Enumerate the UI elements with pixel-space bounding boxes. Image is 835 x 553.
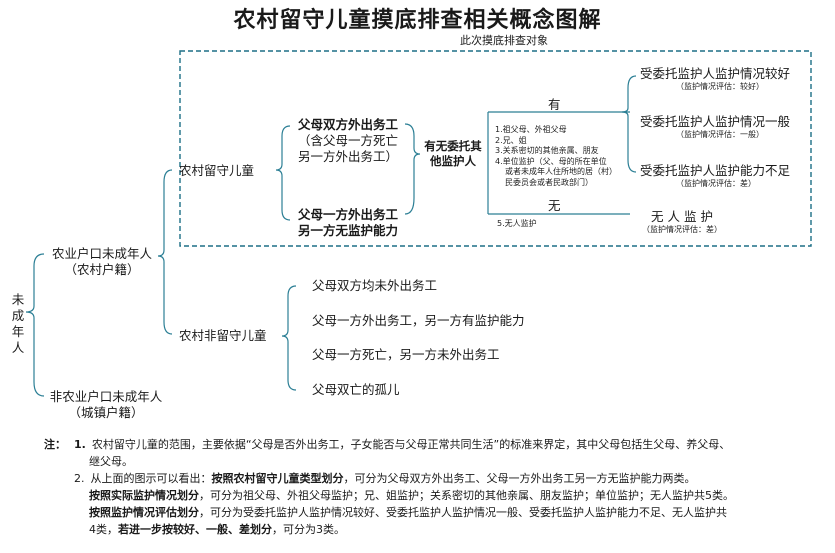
brace-rural [157,169,173,335]
left-behind-label: 农村留守儿童 [179,163,255,178]
list-item: 民委员会或者民政部门） [505,177,593,187]
note-2-line-4: 4类，若进一步按较好、一般、差划分，可分为3类。 [89,523,345,536]
root-label: 未成年人 [11,292,25,355]
note-2-line-3: 按照监护情况评估划分，可分为受委托监护人监护情况较好、受委托监护人监护情况一般、… [89,506,727,519]
outcome-insufficient: 受委托监护人监护能力不足 （监护情况评估：差） [640,163,791,188]
urban-minor-label: 非农业户口未成年人（城镇户籍） [49,389,163,420]
brace-root [25,253,45,397]
brace-outcomes [621,75,637,173]
scope-dashed-box [179,50,812,247]
outcome-good: 受委托监护人监护情况较好 （监护情况评估：较好） [640,66,791,91]
brace-types [404,123,421,215]
yes-label: 有 [548,97,561,112]
list-item: 3.关系密切的其他亲属、朋友 [495,146,599,155]
non-left-item: 父母双亡的孤儿 [312,382,400,397]
brace-left-behind [275,125,291,221]
no-guardian-item: 5.无人监护 [497,219,537,228]
note-1: 注：1.农村留守儿童的范围，主要依据“父母是否外出务工，子女能否与父母正常共同生… [44,438,731,451]
type-both-parents: 父母双方外出务工 （含父母一方死亡 另一方外出务工） [297,117,398,164]
scope-subtitle: 此次摸底排查对象 [460,34,548,47]
rural-minor-label: 农业户口未成年人（农村户籍） [51,246,152,277]
non-left-item: 父母双方均未外出务工 [312,278,438,293]
outcome-no-guardian: 无 人 监 护 （监护情况评估：差） [642,209,722,234]
diagram-title: 农村留守儿童摸底排查相关概念图解 [233,8,602,33]
outcome-average: 受委托监护人监护情况一般 （监护情况评估：一般） [640,114,791,139]
list-item: 2.兄、姐 [495,135,527,145]
non-left-item: 父母一方死亡，另一方未外出务工 [312,347,500,362]
note-2-line-2: 按照实际监护情况划分，可分为祖父母、外祖父母监护；兄、姐监护；关系密切的其他亲属… [89,489,734,502]
list-item: 1.祖父母、外祖父母 [495,125,567,134]
type-one-parent: 父母一方外出务工 另一方无监护能力 [297,207,398,238]
list-item: 或者未成年人住所地的居（村） [505,167,617,176]
not-left-behind-label: 农村非留守儿童 [179,328,267,343]
no-label: 无 [548,198,561,213]
non-left-item: 父母一方外出务工，另一方有监护能力 [312,313,525,328]
list-item: 4.单位监护（父、母的所在单位 [495,156,607,166]
guardian-question: 有无委托其 他监护人 [424,139,482,168]
note-1-cont: 继父母。 [89,455,133,468]
notes-section: 注：1.农村留守儿童的范围，主要依据“父母是否外出务工，子女能否与父母正常共同生… [44,436,734,538]
brace-non-left [281,285,297,391]
guardian-type-list: 1.祖父母、外祖父母 2.兄、姐 3.关系密切的其他亲属、朋友 4.单位监护（父… [495,125,617,188]
note-2: 2.从上面的图示可以看出：按照农村留守儿童类型划分，可分为父母双方外出务工、父母… [74,472,696,485]
